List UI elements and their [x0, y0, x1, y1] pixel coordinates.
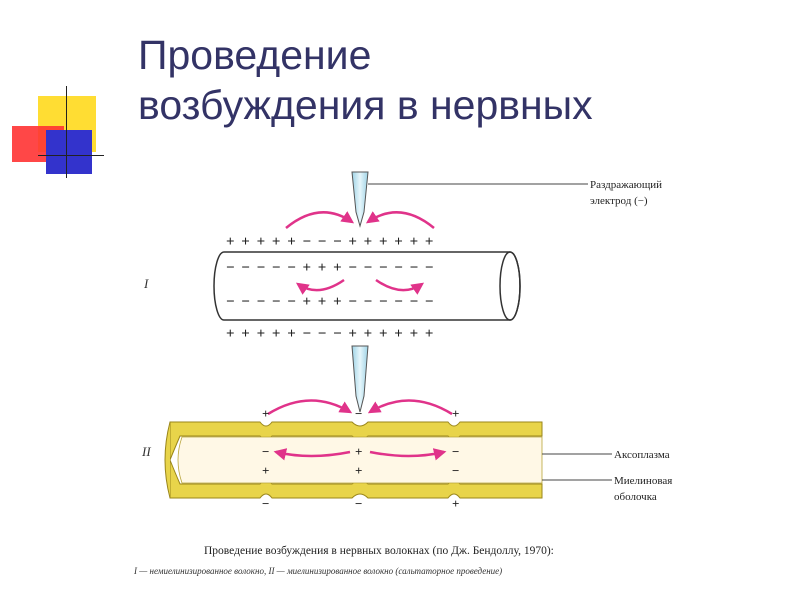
arrow-top-right-2: [367, 399, 453, 416]
arrow-inner-left-1: [295, 278, 345, 295]
svg-text:−: −: [262, 444, 269, 459]
myelin-label-2: оболочка: [614, 491, 657, 503]
arrow-inner-right-1: [375, 278, 425, 295]
arrow-top-left-1: [285, 211, 355, 229]
arrow-inner-left-2: [273, 448, 351, 461]
svg-text:−: −: [262, 496, 269, 511]
arrow-inner-right-2: [369, 448, 447, 461]
electrode-label: Раздражающий: [590, 179, 662, 191]
axoplasm-label: Аксоплазма: [614, 449, 670, 461]
electrode-1: [351, 171, 369, 228]
svg-text:+: +: [355, 444, 362, 459]
charges-bottom-inner: − − − − − + + + − − − − − −: [226, 294, 435, 310]
charges-top-inner: − − − − − + + + − − − − − −: [226, 260, 435, 276]
figure-caption-sub: I — немиелинизированное волокно, II — ми…: [133, 566, 502, 576]
axoplasm: [177, 436, 543, 484]
deco-blue-square: [46, 130, 92, 174]
figure-caption: Проведение возбуждения в нервных волокна…: [204, 545, 554, 557]
myelin-sheath: [164, 421, 543, 499]
deco-horizontal-line: [38, 155, 104, 156]
slide-title: Проведение возбуждения в нервных: [138, 30, 778, 130]
svg-text:+: +: [262, 406, 269, 421]
node-charges: + − + − − + + − + − − +: [262, 406, 459, 511]
electrode-2: [351, 345, 369, 413]
svg-text:+: +: [262, 463, 269, 478]
svg-text:−: −: [452, 444, 459, 459]
roman-numeral-1: I: [143, 276, 149, 291]
charges-bottom-outer: + + + + + − − − + + + + + +: [226, 326, 435, 342]
roman-numeral-2: II: [141, 444, 151, 459]
title-line-2: возбуждения в нервных: [138, 82, 593, 128]
svg-text:−: −: [355, 406, 362, 421]
fiber-end-cap: [499, 251, 521, 321]
svg-text:+: +: [452, 496, 459, 511]
arrow-top-left-2: [267, 399, 353, 416]
myelin-label: Миелиновая: [614, 475, 672, 487]
svg-text:+: +: [355, 463, 362, 478]
svg-text:+: +: [452, 406, 459, 421]
charges-top-outer: + + + + + − − − + + + + + +: [226, 234, 435, 250]
electrode-label-2: электрод (−): [590, 195, 648, 207]
nerve-conduction-diagram: Раздражающий электрод (−) + + + + + − − …: [133, 171, 672, 576]
svg-text:−: −: [452, 463, 459, 478]
deco-vertical-line: [66, 86, 67, 178]
svg-text:−: −: [355, 496, 362, 511]
title-line-1: Проведение: [138, 32, 372, 78]
arrow-top-right-1: [365, 211, 435, 229]
